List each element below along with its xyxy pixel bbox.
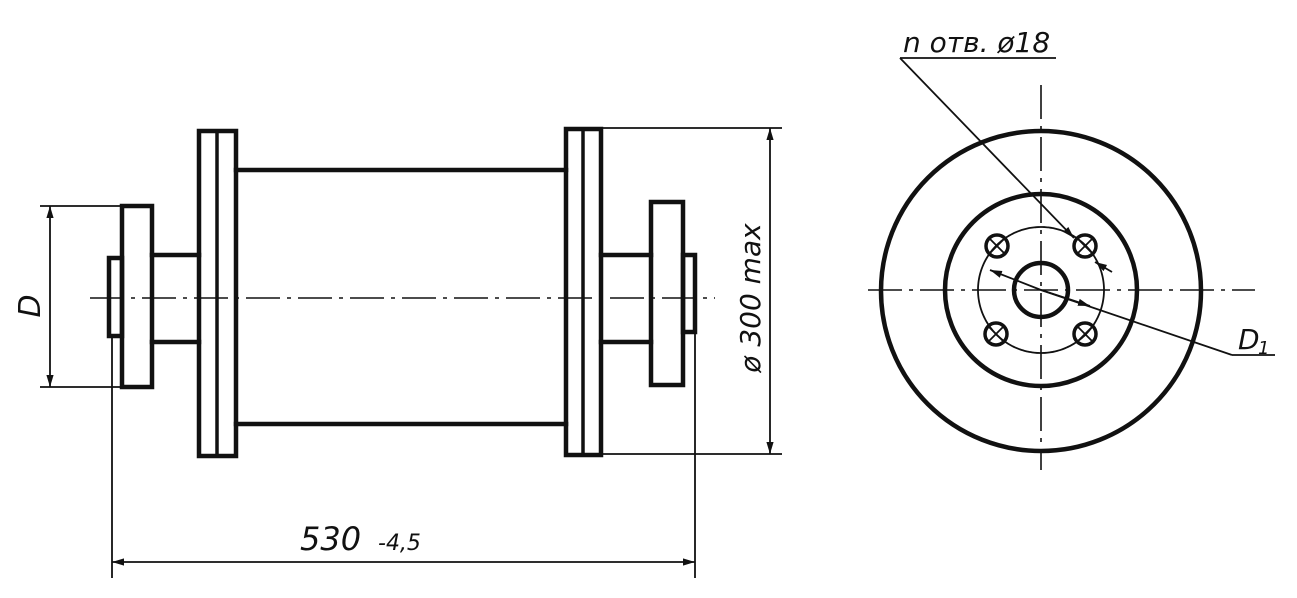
dimension-length: 530 -4,5 (111, 332, 696, 578)
bolt-hole (1072, 233, 1098, 259)
center-bore (1011, 260, 1071, 320)
bolt-circle-callout: D 1 (1040, 289, 1275, 359)
bolt-hole (983, 321, 1009, 347)
right-end-collar (680, 252, 698, 335)
end-flange-circle (942, 191, 1140, 389)
left-end-collar (106, 255, 125, 339)
length-tolerance-label: -4,5 (378, 531, 421, 556)
overall-length-label: 530 (300, 520, 361, 558)
side-view: D ø 300 max 530 -4,5 (13, 126, 782, 578)
holes-callout: n отв. ø18 (899, 26, 1113, 273)
end-view: n отв. ø18 D 1 (868, 26, 1275, 470)
dimension-d: D (13, 205, 122, 388)
holes-callout-label: n отв. ø18 (903, 26, 1050, 59)
bolt-circle (977, 226, 1105, 354)
flange-diameter-label: D (13, 294, 48, 317)
bolt-circle-subscript: 1 (1258, 338, 1269, 359)
bolt-hole (984, 233, 1010, 259)
bolt-circle-label: D (1238, 323, 1260, 356)
bolt-hole (1072, 321, 1098, 347)
outer-flange-circle (878, 128, 1204, 454)
right-end-flange (648, 199, 686, 388)
overall-diameter-label: ø 300 max (734, 223, 767, 374)
dimension-diameter-300: ø 300 max (601, 127, 782, 455)
left-end-flange (119, 203, 155, 390)
